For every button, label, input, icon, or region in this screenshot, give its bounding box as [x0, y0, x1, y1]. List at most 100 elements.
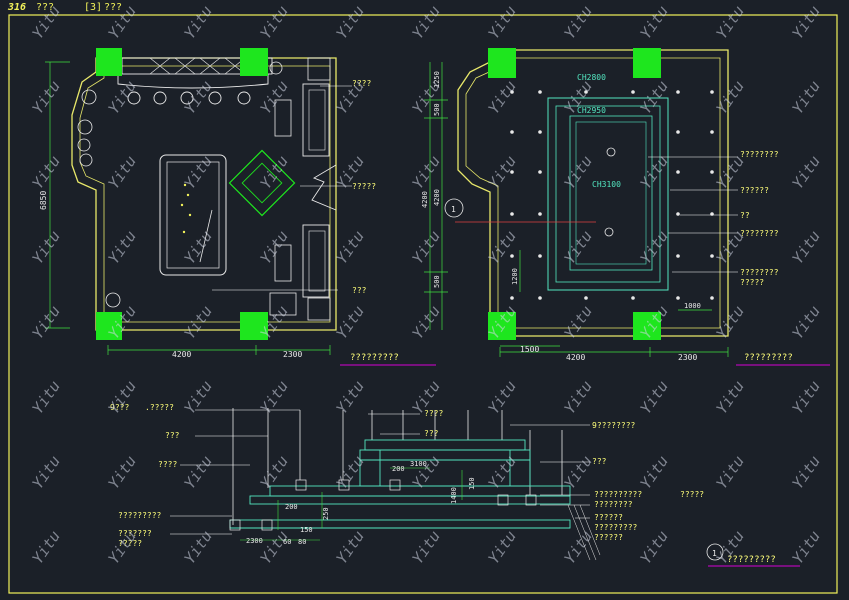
plan-right-label-1: ????????: [740, 150, 779, 159]
section-dim-1: 200: [392, 465, 405, 473]
downlight: [710, 130, 714, 134]
dim-left-bottom-1: 4200: [172, 350, 191, 359]
watermark-text: Yitu: [485, 77, 520, 117]
watermark-text: Yitu: [637, 452, 672, 492]
watermark-text: Yitu: [713, 77, 748, 117]
downlight: [710, 212, 714, 216]
downlight: [676, 130, 680, 134]
dimension-lines-left: [45, 61, 331, 355]
sofa-bottom: [302, 224, 330, 298]
watermark-text: Yitu: [333, 377, 368, 417]
ceiling-height-1: CH2800: [577, 73, 606, 82]
billiard-table-inner: [166, 161, 220, 269]
structural-columns: [96, 48, 268, 340]
downlight: [710, 170, 714, 174]
downlight: [538, 296, 542, 300]
entrance-door: [311, 164, 337, 211]
section-right-label-6: ?????: [680, 490, 704, 499]
section-left-label-5: ?????????: [118, 511, 162, 520]
watermark-text: Yitu: [181, 452, 216, 492]
section-right-label-7: ????????: [594, 500, 633, 509]
section-left-label-3: ???: [165, 431, 180, 440]
side-table-bottom: [307, 297, 331, 321]
ceiling-recess-4: [575, 121, 647, 265]
section-hatch: [567, 504, 601, 561]
downlight: [631, 90, 635, 94]
section-left-label-7: ?????: [118, 539, 142, 548]
plan-left-wall-inner: [79, 65, 331, 323]
coffee-table-bottom: [274, 244, 292, 282]
plan-right-label-5: ????????: [740, 268, 779, 277]
section-right-label-8: ??????: [594, 513, 623, 522]
downlight: [510, 170, 514, 174]
section-right-label-5: ??????????: [594, 490, 642, 499]
ceiling-plan-right: CH2800 CH2950 CH3100 1 1500 4200 2300 12…: [421, 48, 830, 366]
downlight: [710, 254, 714, 258]
section-right-label-1: ????: [424, 409, 443, 418]
dim-right-inner-bottom: 1000: [684, 302, 701, 310]
watermark-text: Yitu: [637, 77, 672, 117]
watermark-text: Yitu: [29, 452, 64, 492]
ceiling-recess-1: [547, 97, 669, 291]
section-dim-5: 150: [468, 477, 476, 490]
section-dim-2: 3100: [410, 460, 427, 468]
watermark-text: Yitu: [257, 2, 292, 42]
structural-columns-right: [488, 48, 661, 340]
suspension-rods: [232, 408, 563, 525]
plan-left-label-1: ????: [352, 79, 371, 88]
section-marker-number: 1: [451, 205, 456, 214]
watermark-text: Yitu: [29, 527, 64, 567]
watermark-text: Yitu: [105, 77, 140, 117]
billiard-table-outer: [159, 154, 227, 276]
dim-left-vertical: 6850: [39, 191, 48, 210]
watermark-text: Yitu: [29, 227, 64, 267]
section-dim-3: 200: [285, 503, 298, 511]
downlight: [538, 212, 542, 216]
section-title: ?????????: [727, 555, 776, 565]
watermark-text: Yitu: [257, 77, 292, 117]
dim-right-bottom-2: 4200: [566, 353, 585, 362]
watermark-text: Yitu: [29, 77, 64, 117]
watermark-text: Yitu: [29, 377, 64, 417]
downlight: [676, 90, 680, 94]
plan-right-title: ?????????: [744, 353, 793, 363]
downlight: [510, 296, 514, 300]
drawing-frame: [8, 14, 838, 594]
ceiling-recess-2: [555, 105, 661, 283]
plan-right-wall-inner: [465, 57, 721, 329]
dim-left-bottom-2: 2300: [283, 350, 302, 359]
watermark-text: Yitu: [105, 452, 140, 492]
plan-right-label-4: ????????: [740, 229, 779, 238]
watermark-text: Yitu: [713, 302, 748, 342]
watermark-text: Yitu: [181, 77, 216, 117]
dimension-lines-right: [424, 62, 729, 357]
watermark-text: Yitu: [561, 227, 596, 267]
plan-left-title: ?????????: [350, 353, 399, 363]
section-title-marker: [706, 543, 724, 561]
section-leaders: [170, 409, 590, 535]
watermark-text: Yitu: [333, 2, 368, 42]
watermark-text: Yitu: [637, 527, 672, 567]
watermark-text: Yitu: [637, 377, 672, 417]
section-marker-circle: [444, 198, 464, 218]
watermark-text: Yitu: [637, 227, 672, 267]
section-dim-10: 1400: [450, 487, 458, 504]
downlight: [584, 296, 588, 300]
downlight: [710, 90, 714, 94]
watermark-text: Yitu: [485, 2, 520, 42]
plan-left-label-2: ?????: [352, 182, 376, 191]
watermark-text: Yitu: [409, 527, 444, 567]
downlight: [538, 254, 542, 258]
watermark-text: Yitu: [409, 152, 444, 192]
sheet-name: ???: [36, 2, 55, 13]
watermark-text: Yitu: [789, 227, 824, 267]
section-right-label-10: ??????: [594, 533, 623, 542]
section-dim-9: 60: [283, 538, 291, 546]
watermark-text: Yitu: [257, 527, 292, 567]
watermark-text: Yitu: [29, 302, 64, 342]
ceiling-recess-3: [569, 115, 653, 271]
leaders-left: [212, 85, 352, 291]
watermark-text: Yitu: [789, 377, 824, 417]
